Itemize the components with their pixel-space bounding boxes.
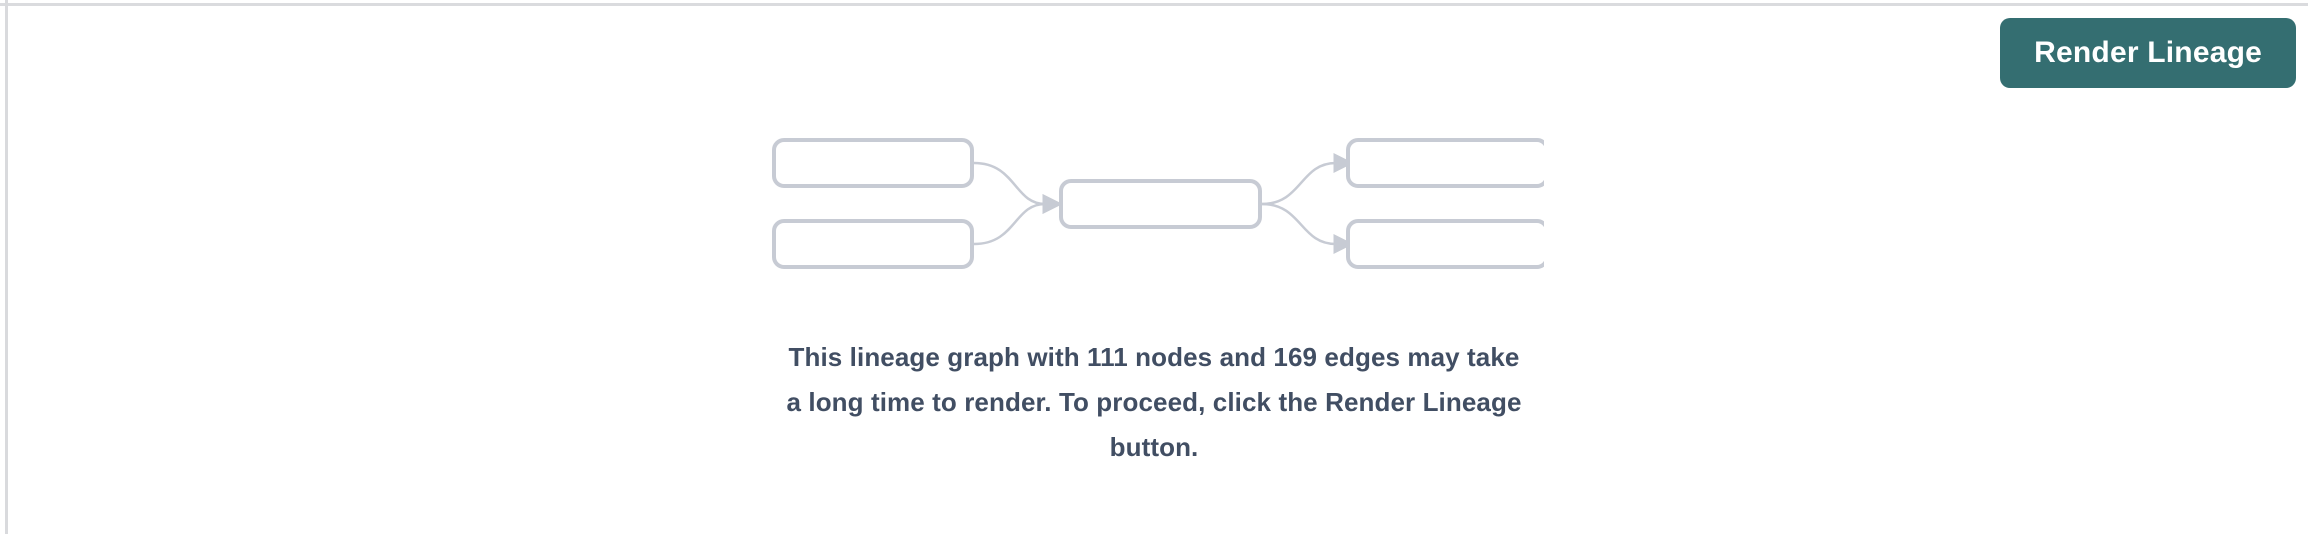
edge-middle-to-right-bottom [1261, 202, 1354, 254]
node-box-right-bottom [1346, 219, 1544, 269]
edge-middle-to-right-top [1261, 153, 1354, 206]
render-warning-line-3: button. [1109, 432, 1199, 462]
render-warning-message: This lineage graph with 111 nodes and 16… [0, 335, 2308, 470]
edge-left-bottom-to-middle [973, 194, 1063, 246]
edge-left-top-to-middle [973, 161, 1063, 214]
node-boxes [772, 138, 1544, 269]
lineage-placeholder: This lineage graph with 111 nodes and 16… [0, 135, 2308, 470]
node-box-left-bottom [772, 219, 974, 269]
node-box-right-top [1346, 138, 1544, 188]
left-divider [5, 0, 8, 534]
top-divider [0, 3, 2308, 6]
render-warning-line-1: This lineage graph with 111 nodes and 16… [788, 342, 1520, 372]
render-lineage-button[interactable]: Render Lineage [2000, 18, 2296, 88]
render-warning-line-2: a long time to render. To proceed, click… [786, 387, 1522, 417]
lineage-graph-placeholder-icon [772, 138, 1544, 269]
node-box-left-top [772, 138, 974, 188]
edge-arrows [973, 153, 1354, 254]
node-box-middle [1059, 179, 1262, 229]
